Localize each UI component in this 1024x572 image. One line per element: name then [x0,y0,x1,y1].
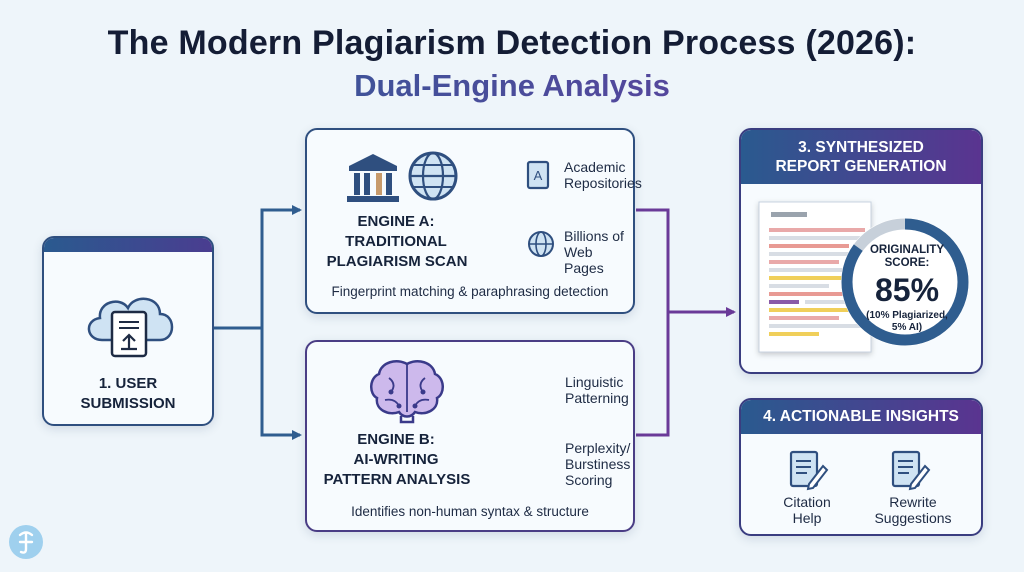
score-note-1: (10% Plagiarized, [866,310,948,321]
score-value: 85% [874,272,940,308]
arrow-engine-b-out [636,312,670,437]
score-label-2: SCORE: [884,257,930,269]
source-web-1: Billions of [564,228,624,244]
rewrite-suggestions-1: Rewrite [889,494,937,510]
report-header-2: REPORT GENERATION [775,158,947,175]
brain-icon [370,360,444,424]
page-subtitle: Dual-Engine Analysis [0,68,1024,104]
svg-text:A: A [534,168,543,183]
cloud-upload-icon [87,297,174,358]
engine-b-label-2: AI-WRITING [353,451,439,468]
signal-linguistic-1: Linguistic [565,374,624,390]
citation-help-2: Help [792,510,822,526]
rewrite-suggestions-icon [891,450,931,491]
submission-label-2: SUBMISSION [80,395,176,412]
book-icon: A [526,160,550,190]
arrow-engine-a-out [636,208,670,312]
globe-icon [408,151,458,201]
signal-perplexity-3: Scoring [565,472,613,488]
arrow-to-engine-a [213,205,302,330]
source-web-2: Web Pages [564,244,604,276]
logo-icon [9,525,43,559]
engine-a-label-2: TRADITIONAL [345,233,447,250]
signal-perplexity-1: Perplexity/ [565,440,631,456]
engine-a-caption: Fingerprint matching & paraphrasing dete… [331,284,609,299]
institution-icon [347,154,399,202]
score-note-2: 5% AI) [891,322,923,333]
box-header-bar [44,238,212,252]
originality-gauge [841,218,969,346]
report-box: 3. SYNTHESIZED REPORT GENERATION ORIGINA… [739,128,983,374]
score-label-1: ORIGINALITY [869,244,945,256]
engine-b-label-1: ENGINE B: [357,431,435,448]
engine-b-box: ENGINE B: AI-WRITING PATTERN ANALYSIS Li… [305,340,635,532]
signal-linguistic-2: Patterning [565,390,629,406]
signal-perplexity-2: Burstiness [565,456,631,472]
arrow-to-engine-b [260,328,302,440]
report-header: 3. SYNTHESIZED REPORT GENERATION [741,130,981,184]
user-submission-box: 1. USER SUBMISSION [42,236,214,426]
source-academic-2: Repositories [564,175,642,191]
page-title: The Modern Plagiarism Detection Process … [107,24,917,62]
insights-header: 4. ACTIONABLE INSIGHTS [741,400,981,434]
insights-box: 4. ACTIONABLE INSIGHTS Citation Help Rew… [739,398,983,536]
citation-help-icon [789,450,829,491]
web-globe-icon [528,231,554,257]
engine-a-box: ENGINE A: TRADITIONAL PLAGIARISM SCAN A … [305,128,642,314]
report-header-1: 3. SYNTHESIZED [798,139,924,156]
engine-a-label-1: ENGINE A: [357,213,435,230]
gauge-progress-arc [841,218,969,346]
rewrite-suggestions-2: Suggestions [874,510,952,526]
citation-help-1: Citation [783,494,831,510]
engine-b-caption: Identifies non-human syntax & structure [351,504,589,519]
engine-a-label-3: PLAGIARISM SCAN [326,253,468,270]
submission-label-1: 1. USER [98,375,158,392]
engine-b-label-3: PATTERN ANALYSIS [323,471,471,488]
source-academic-1: Academic [564,159,626,175]
